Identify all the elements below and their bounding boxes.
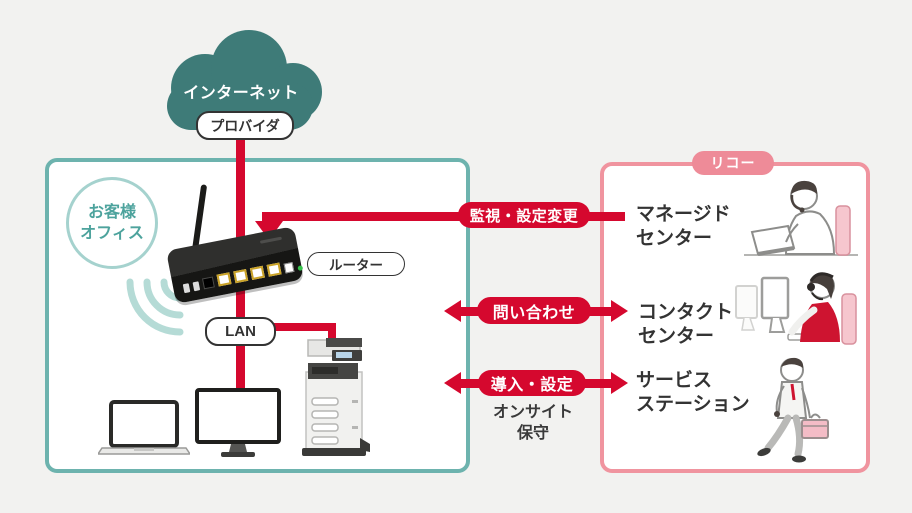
service-station-line1: サービス: [636, 370, 713, 391]
service-station-line2: ステーション: [636, 394, 750, 415]
onsite-maintenance-note: オンサイト 保守: [468, 402, 598, 444]
ricoh-tab: リコー: [692, 151, 774, 175]
lan-branch-horizontal: [262, 323, 336, 331]
router-label: ルーター: [329, 258, 383, 273]
desktop-monitor-icon: [195, 388, 281, 457]
installation-arrowhead-right-icon: [611, 372, 628, 394]
onsite-line2: 保守: [516, 425, 549, 442]
router-body: [166, 226, 304, 304]
field-engineer-illustration: [757, 357, 829, 463]
customer-office-label-line2: オフィス: [80, 225, 144, 242]
provider-label: プロバイダ: [210, 117, 280, 134]
inquiry-label: 問い合わせ: [492, 304, 576, 322]
contact-center-line2: センター: [638, 326, 715, 347]
lan-branch-vertical: [328, 323, 336, 345]
lan-to-monitor-line: [236, 340, 245, 392]
wan-line: [236, 133, 245, 319]
router-label-pill: ルーター: [307, 252, 405, 276]
call-center-operator-illustration: [735, 272, 857, 345]
installation-pill: 導入・設定: [478, 370, 586, 396]
provider-pill: プロバイダ: [196, 111, 294, 140]
inquiry-pill: 問い合わせ: [477, 297, 591, 324]
customer-office-label-line1: お客様: [87, 204, 136, 221]
service-station-label: サービス ステーション: [636, 369, 750, 417]
lan-label: LAN: [225, 323, 256, 340]
inquiry-arrowhead-left-icon: [444, 300, 461, 322]
ricoh-tab-label: リコー: [710, 155, 756, 171]
installation-label: 導入・設定: [490, 377, 574, 394]
managed-center-line1: マネージド: [636, 204, 731, 225]
monitoring-label: 監視・設定変更: [469, 207, 579, 225]
inquiry-arrowhead-right-icon: [611, 300, 628, 322]
contact-center-line1: コンタクト: [638, 302, 734, 323]
wireless-router-icon: [166, 184, 304, 308]
managed-center-label: マネージド センター: [636, 203, 731, 251]
laptop-icon: [98, 400, 190, 455]
helpdesk-operator-illustration: [744, 180, 858, 256]
installation-arrowhead-left-icon: [444, 372, 461, 394]
monitoring-pill: 監視・設定変更: [458, 202, 590, 228]
multifunction-printer-icon: [302, 338, 370, 456]
managed-center-line2: センター: [636, 228, 713, 249]
monitoring-line: [262, 212, 625, 221]
customer-office-circle: お客様 オフィス: [66, 177, 158, 269]
onsite-line1: オンサイト: [492, 404, 573, 421]
contact-center-label: コンタクト センター: [638, 301, 733, 349]
internet-label: インターネット: [183, 85, 299, 102]
lan-label-pill: LAN: [205, 317, 276, 346]
